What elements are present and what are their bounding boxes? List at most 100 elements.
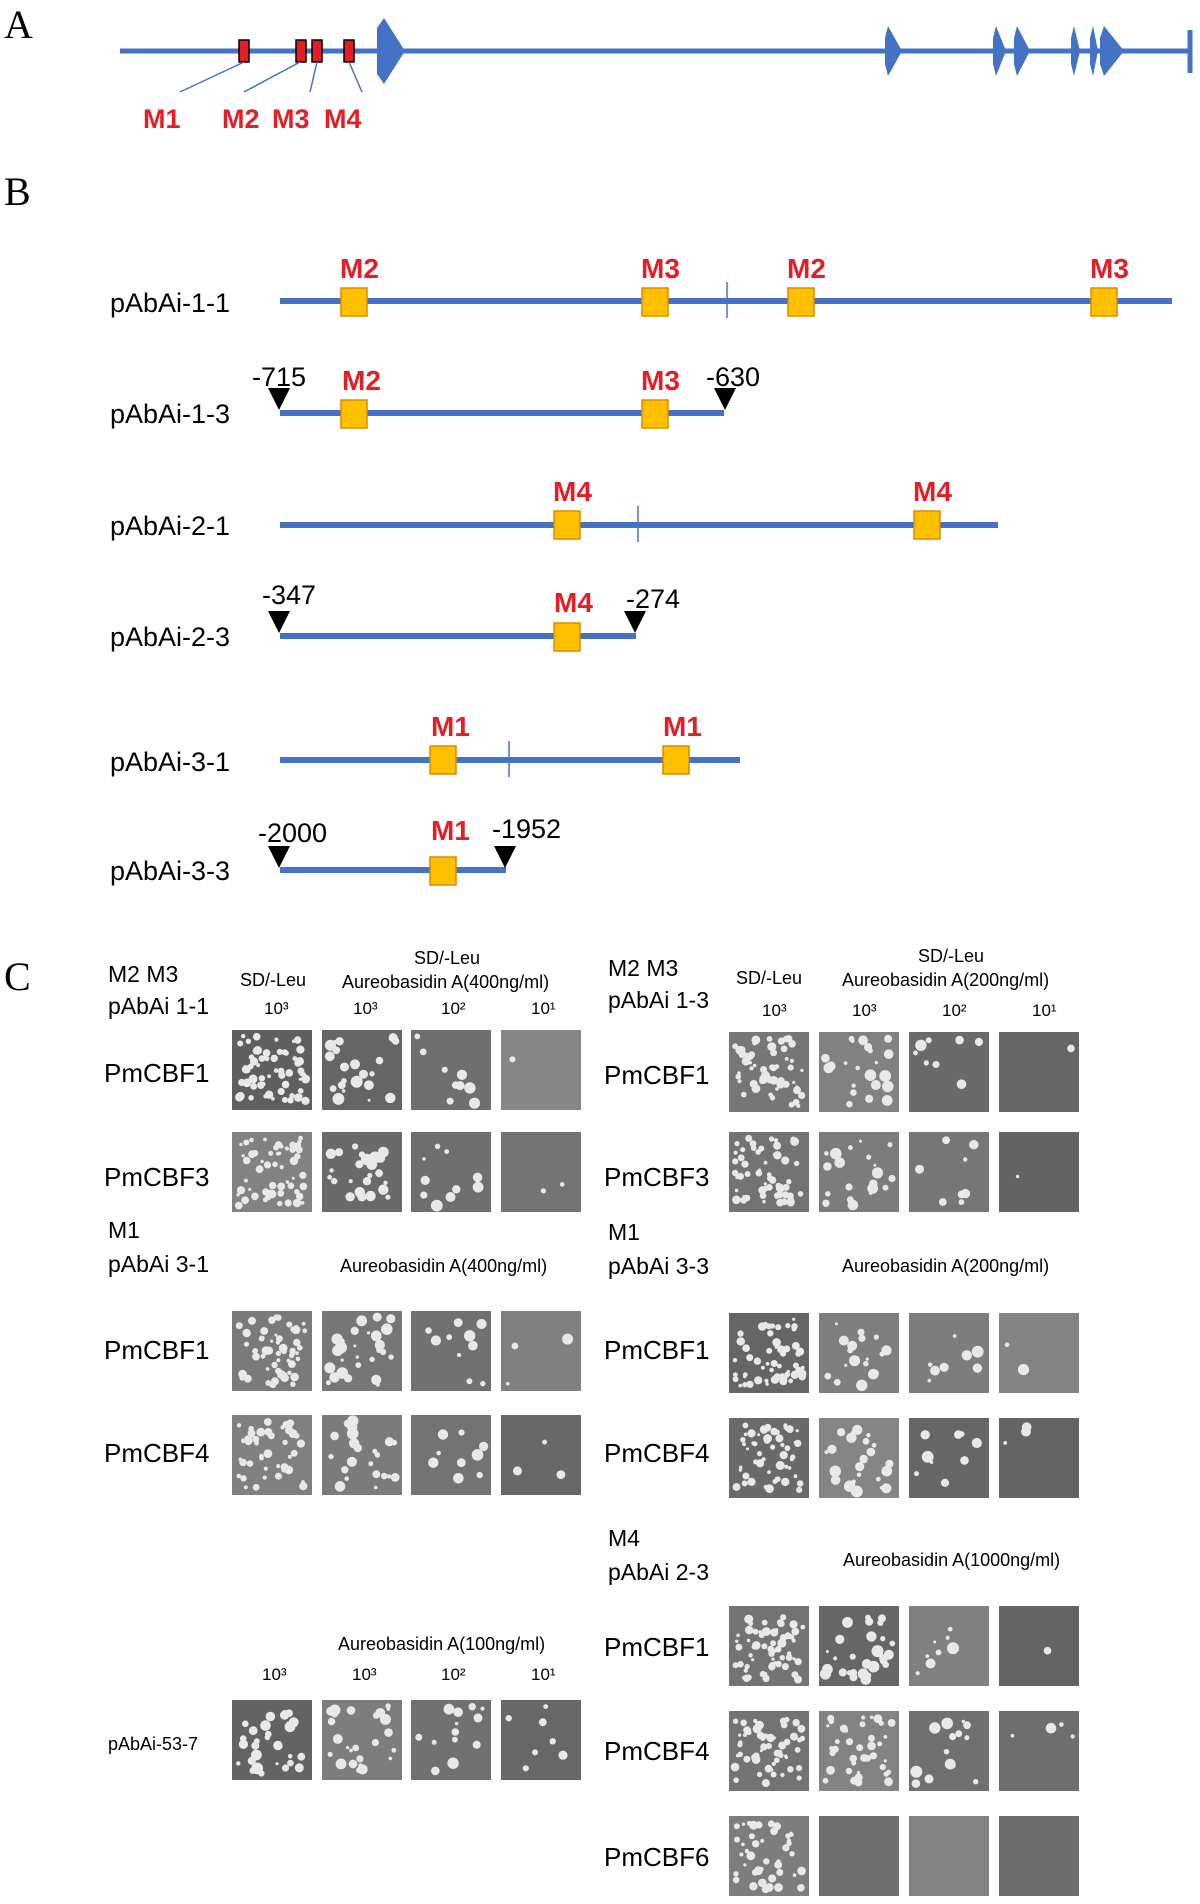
colony <box>779 1717 788 1725</box>
colony <box>444 1149 450 1154</box>
colony <box>858 1035 868 1046</box>
motif-label-m1: M1 <box>143 104 181 134</box>
colony <box>765 1382 769 1386</box>
colony <box>880 1636 886 1642</box>
motif-box <box>641 287 669 317</box>
colony <box>327 1751 333 1757</box>
motif-label: M2 <box>787 253 826 284</box>
colony <box>854 1778 863 1787</box>
colony <box>857 1328 865 1336</box>
colony <box>930 1365 940 1376</box>
colony <box>837 1428 846 1437</box>
colony <box>375 1153 386 1163</box>
aba-header: Aureobasidin A(400ng/ml) <box>342 972 549 992</box>
colony <box>773 1822 781 1831</box>
colony <box>277 1182 286 1191</box>
colony <box>263 1094 268 1099</box>
colony <box>266 1189 274 1197</box>
colony <box>1021 1426 1031 1437</box>
colony <box>885 1459 894 1468</box>
colony <box>733 1777 739 1783</box>
sd-leu-header: SD/-Leu <box>240 970 306 990</box>
colony <box>1067 1044 1075 1053</box>
group-construct: pAbAi 1-3 <box>608 987 709 1013</box>
colony <box>348 1759 358 1769</box>
colony <box>757 1433 761 1437</box>
colony <box>262 1049 271 1057</box>
colony <box>384 1728 393 1737</box>
colony <box>774 1757 780 1763</box>
colony <box>556 1470 566 1479</box>
dilution-label: 10³ <box>852 1001 877 1020</box>
colony <box>845 1738 854 1746</box>
colony <box>859 1721 866 1728</box>
plate-image <box>501 1311 581 1391</box>
colony <box>766 1347 773 1354</box>
colony <box>867 1047 873 1054</box>
motif-label-m4: M4 <box>324 104 362 134</box>
colony <box>1010 1733 1015 1738</box>
colony <box>866 1154 872 1160</box>
colony <box>778 1741 787 1750</box>
dilution-label: 10³ <box>262 1665 287 1684</box>
plate-image <box>999 1313 1079 1393</box>
plate-image <box>999 1711 1079 1791</box>
aba-header: Aureobasidin A(200ng/ml) <box>842 970 1049 990</box>
colony <box>368 1461 374 1467</box>
colony <box>949 1733 957 1741</box>
colony <box>332 1093 345 1105</box>
colony <box>747 1477 756 1486</box>
colony <box>869 1752 878 1760</box>
colony <box>775 1087 779 1091</box>
end-triangle <box>714 388 736 410</box>
colony <box>789 1851 795 1857</box>
colony <box>740 1437 746 1443</box>
colony <box>773 1661 777 1665</box>
aba-header: Aureobasidin A(200ng/ml) <box>842 1256 1049 1276</box>
colony <box>788 1634 795 1640</box>
colony <box>788 1378 793 1384</box>
colony <box>955 1035 964 1045</box>
colony <box>252 1348 258 1354</box>
colony <box>270 1339 274 1343</box>
motif-box <box>553 510 581 540</box>
colony <box>856 1472 862 1478</box>
colony <box>276 1464 281 1469</box>
start-position: -347 <box>262 580 316 610</box>
colony <box>774 1883 783 1892</box>
colony <box>792 1657 796 1661</box>
motif-label: M1 <box>431 711 470 742</box>
colony <box>290 1326 297 1333</box>
colony <box>883 1759 887 1763</box>
motif-box-m1 <box>238 39 250 63</box>
colony <box>793 1474 798 1479</box>
colony <box>921 1450 934 1463</box>
colony <box>256 1427 266 1437</box>
colony <box>737 1661 744 1668</box>
colony <box>511 1342 519 1350</box>
colony <box>963 1721 971 1730</box>
colony <box>241 1033 246 1039</box>
colony <box>859 1139 862 1143</box>
colony <box>236 1423 242 1428</box>
colony <box>357 1764 368 1775</box>
colony <box>369 1071 375 1077</box>
colony <box>759 1425 769 1434</box>
colony <box>385 1703 391 1709</box>
colony <box>373 1485 378 1490</box>
gene-label: PmCBF1 <box>604 1060 709 1090</box>
colony <box>267 1074 271 1079</box>
colony <box>238 1739 248 1749</box>
colony <box>752 1628 759 1635</box>
motif-box <box>429 745 457 775</box>
colony <box>434 1143 441 1150</box>
colony <box>889 1640 896 1647</box>
colony <box>800 1624 806 1630</box>
colony <box>234 1201 243 1210</box>
colony <box>236 1761 241 1766</box>
colony <box>915 1164 924 1174</box>
colony <box>246 1460 254 1467</box>
colony <box>770 1768 774 1772</box>
colony <box>738 1383 743 1388</box>
motif-label: M1 <box>431 815 470 846</box>
